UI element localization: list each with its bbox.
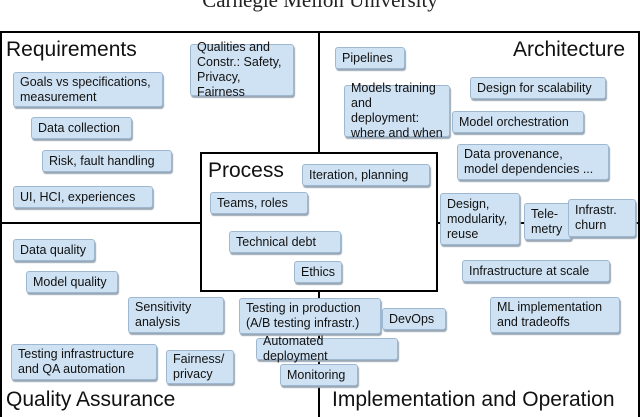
tag-testing-infrastructure: Testing infrastructure and QA automation	[11, 344, 157, 380]
implementation-operation-title: Implementation and Operation	[332, 388, 615, 411]
tag-models-training: Models training and deployment: where an…	[344, 81, 450, 140]
quality-assurance-title: Quality Assurance	[6, 388, 176, 411]
tag-infrastructure-scale: Infrastructure at scale	[462, 260, 610, 282]
tag-testing-production: Testing in production (A/B testing infra…	[239, 298, 381, 334]
tag-automated-deployment: Automated deployment	[256, 334, 398, 363]
tag-monitoring: Monitoring	[280, 364, 358, 386]
tag-goals-specifications: Goals vs specifications, measurement	[13, 72, 163, 107]
tag-devops: DevOps	[382, 308, 446, 330]
top-border	[0, 31, 640, 33]
tag-ml-implementation: ML implementation and tradeoffs	[490, 297, 620, 333]
tag-model-quality: Model quality	[26, 271, 118, 293]
tag-design-scalability: Design for scalability	[470, 77, 606, 99]
university-header: Carnegie Mellon University	[202, 0, 438, 12]
tag-iteration-planning: Iteration, planning	[302, 164, 430, 186]
tag-ethics: Ethics	[294, 261, 342, 283]
tag-sensitivity-analysis: Sensitivity analysis	[128, 297, 224, 333]
tag-fairness-privacy: Fairness/ privacy	[166, 350, 234, 384]
tag-qualities-constraints: Qualities and Constr.: Safety, Privacy, …	[190, 40, 294, 99]
architecture-title: Architecture	[513, 38, 626, 61]
tag-telemetry: Tele- metry	[524, 203, 572, 240]
tag-teams-roles: Teams, roles	[210, 192, 308, 214]
right-border	[638, 31, 640, 417]
tag-ui-hci: UI, HCI, experiences	[13, 186, 153, 208]
tag-data-quality: Data quality	[13, 239, 95, 261]
tag-data-collection: Data collection	[31, 117, 132, 139]
tag-infrastructure-churn: Infrastr. churn	[568, 199, 636, 237]
tag-design-modularity: Design, modularity, reuse	[440, 193, 520, 245]
tag-risk-fault-handling: Risk, fault handling	[42, 150, 172, 172]
left-border	[0, 31, 2, 417]
tag-technical-debt: Technical debt	[229, 231, 341, 253]
requirements-title: Requirements	[6, 38, 137, 61]
tag-data-provenance: Data provenance, model dependencies ...	[457, 144, 609, 180]
tag-model-orchestration: Model orchestration	[452, 111, 584, 133]
tag-pipelines: Pipelines	[335, 47, 405, 69]
process-title: Process	[208, 159, 284, 182]
